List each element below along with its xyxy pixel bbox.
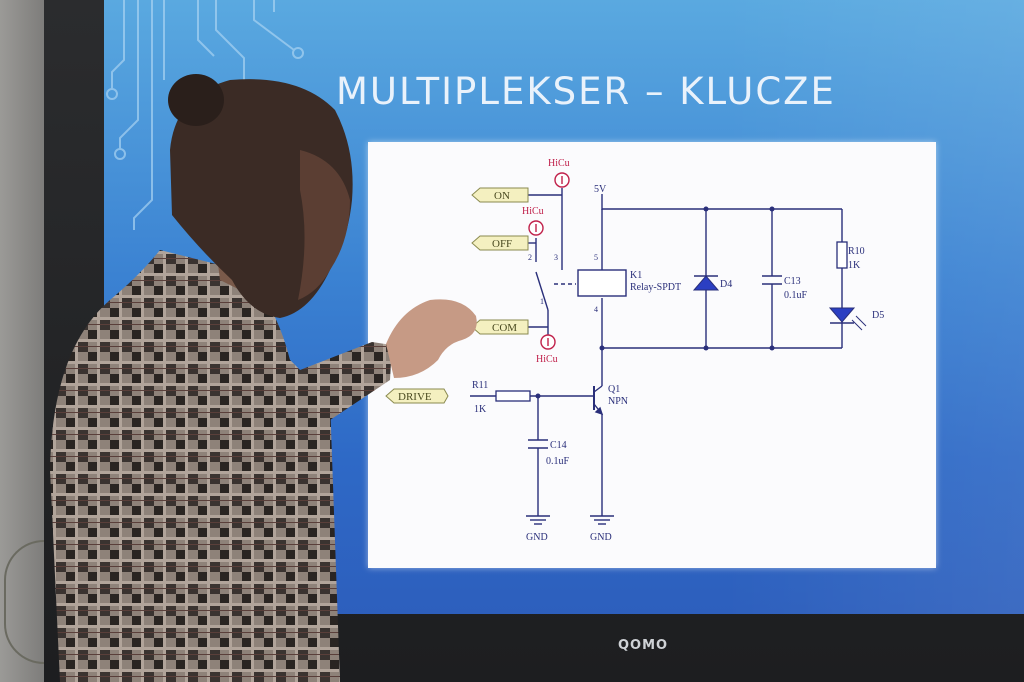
q1-value: NPN: [608, 396, 628, 407]
c13-ref: C13: [784, 276, 801, 287]
led-ref: D5: [872, 310, 884, 321]
r10-value: 1K: [848, 260, 861, 271]
r11-value: 1K: [474, 404, 487, 415]
relay-coil: [577, 269, 627, 297]
led-d5: [828, 307, 867, 331]
port-flags: [385, 187, 529, 404]
ground-symbols: [526, 515, 614, 525]
c14-ref: C14: [550, 440, 567, 451]
relay-pin1: 1: [540, 297, 544, 306]
slide-title: MULTIPLEKSER – KLUCZE: [336, 70, 836, 113]
power-cable: [4, 540, 46, 664]
circuit-decoration: [106, 0, 304, 230]
q1-ref: Q1: [608, 384, 620, 395]
test-pads: [528, 172, 570, 350]
pad1-label: HiCu: [548, 158, 570, 169]
diode-d4: [692, 275, 720, 291]
relay-pin3: 3: [554, 253, 558, 262]
relay-ref: K1: [630, 270, 642, 281]
capacitor-c13: [762, 275, 782, 285]
relay-schematic: ON OFF COM DRIVE HiCu HiCu HiCu 5V K1 Re…: [368, 142, 936, 568]
relay-value: Relay-SPDT: [630, 282, 681, 293]
pad3-label: HiCu: [536, 354, 558, 365]
c13-value: 0.1uF: [784, 290, 808, 301]
resistor-r10: [836, 241, 848, 269]
diode-ref: D4: [720, 279, 732, 290]
pad2-label: HiCu: [522, 206, 544, 217]
gnd1-label: GND: [526, 532, 548, 543]
capacitor-c14: [528, 439, 548, 449]
relay-pin4: 4: [594, 305, 598, 314]
supply-label: 5V: [594, 184, 607, 195]
schematic-drawing: ON OFF COM DRIVE HiCu HiCu HiCu 5V K1 Re…: [385, 158, 884, 543]
transistor-q1: [593, 385, 604, 416]
relay-pin5: 5: [594, 253, 598, 262]
relay-pin2: 2: [528, 253, 532, 262]
r10-ref: R10: [848, 246, 865, 257]
gnd2-label: GND: [590, 532, 612, 543]
port-com-label: COM: [492, 322, 517, 334]
port-off-label: OFF: [492, 238, 512, 250]
r11-ref: R11: [472, 380, 488, 391]
port-on-label: ON: [494, 190, 510, 202]
resistor-r11: [495, 390, 531, 402]
display-brand-logo: QOMO: [618, 638, 669, 653]
port-drive-label: DRIVE: [398, 391, 432, 403]
c14-value: 0.1uF: [546, 456, 570, 467]
